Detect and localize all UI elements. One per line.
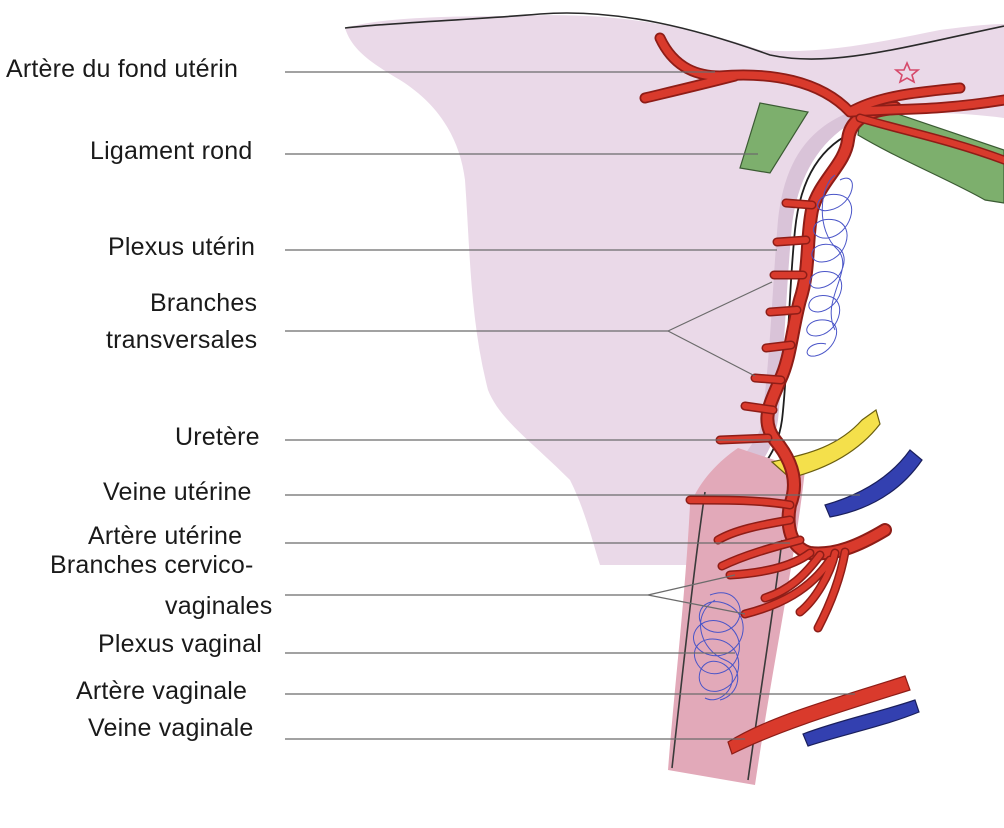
transverse-branches	[715, 198, 817, 445]
fundal-artery	[639, 32, 1004, 165]
label-cervicovaginal-branches-line1: Branches cervico-	[50, 551, 254, 579]
label-round-ligament: Ligament rond	[90, 137, 253, 165]
label-vaginal-artery: Artère vaginale	[76, 677, 248, 705]
vaginal-vein	[802, 699, 920, 747]
leader-lines	[285, 71, 860, 740]
label-transverse-branches-line1: Branches	[150, 289, 258, 317]
label-fundal-artery: Artère du fond utérin	[6, 55, 239, 83]
label-vaginal-plexus: Plexus vaginal	[98, 630, 263, 658]
uterus-body	[345, 15, 1004, 566]
star-marker	[893, 60, 921, 84]
vagina	[668, 448, 805, 785]
label-uterine-artery: Artère utérine	[88, 522, 243, 550]
uterine-vein	[824, 449, 923, 518]
vaginal-plexus	[693, 592, 744, 701]
label-cervicovaginal-branches-line2: vaginales	[165, 592, 273, 620]
label-vaginal-vein: Veine vaginale	[88, 714, 254, 742]
label-ureter: Uretère	[175, 423, 260, 451]
round-ligament-stump	[739, 102, 809, 174]
ureter	[770, 409, 881, 479]
cervicovaginal-branches	[685, 495, 850, 633]
uterus-fundus-contour	[344, 12, 1004, 60]
uterine-plexus	[806, 174, 853, 357]
vaginal-artery	[727, 675, 911, 755]
label-transverse-branches-line2: transversales	[106, 326, 258, 354]
label-uterine-vein: Veine utérine	[103, 478, 252, 506]
label-uterine-plexus: Plexus utérin	[108, 233, 256, 261]
